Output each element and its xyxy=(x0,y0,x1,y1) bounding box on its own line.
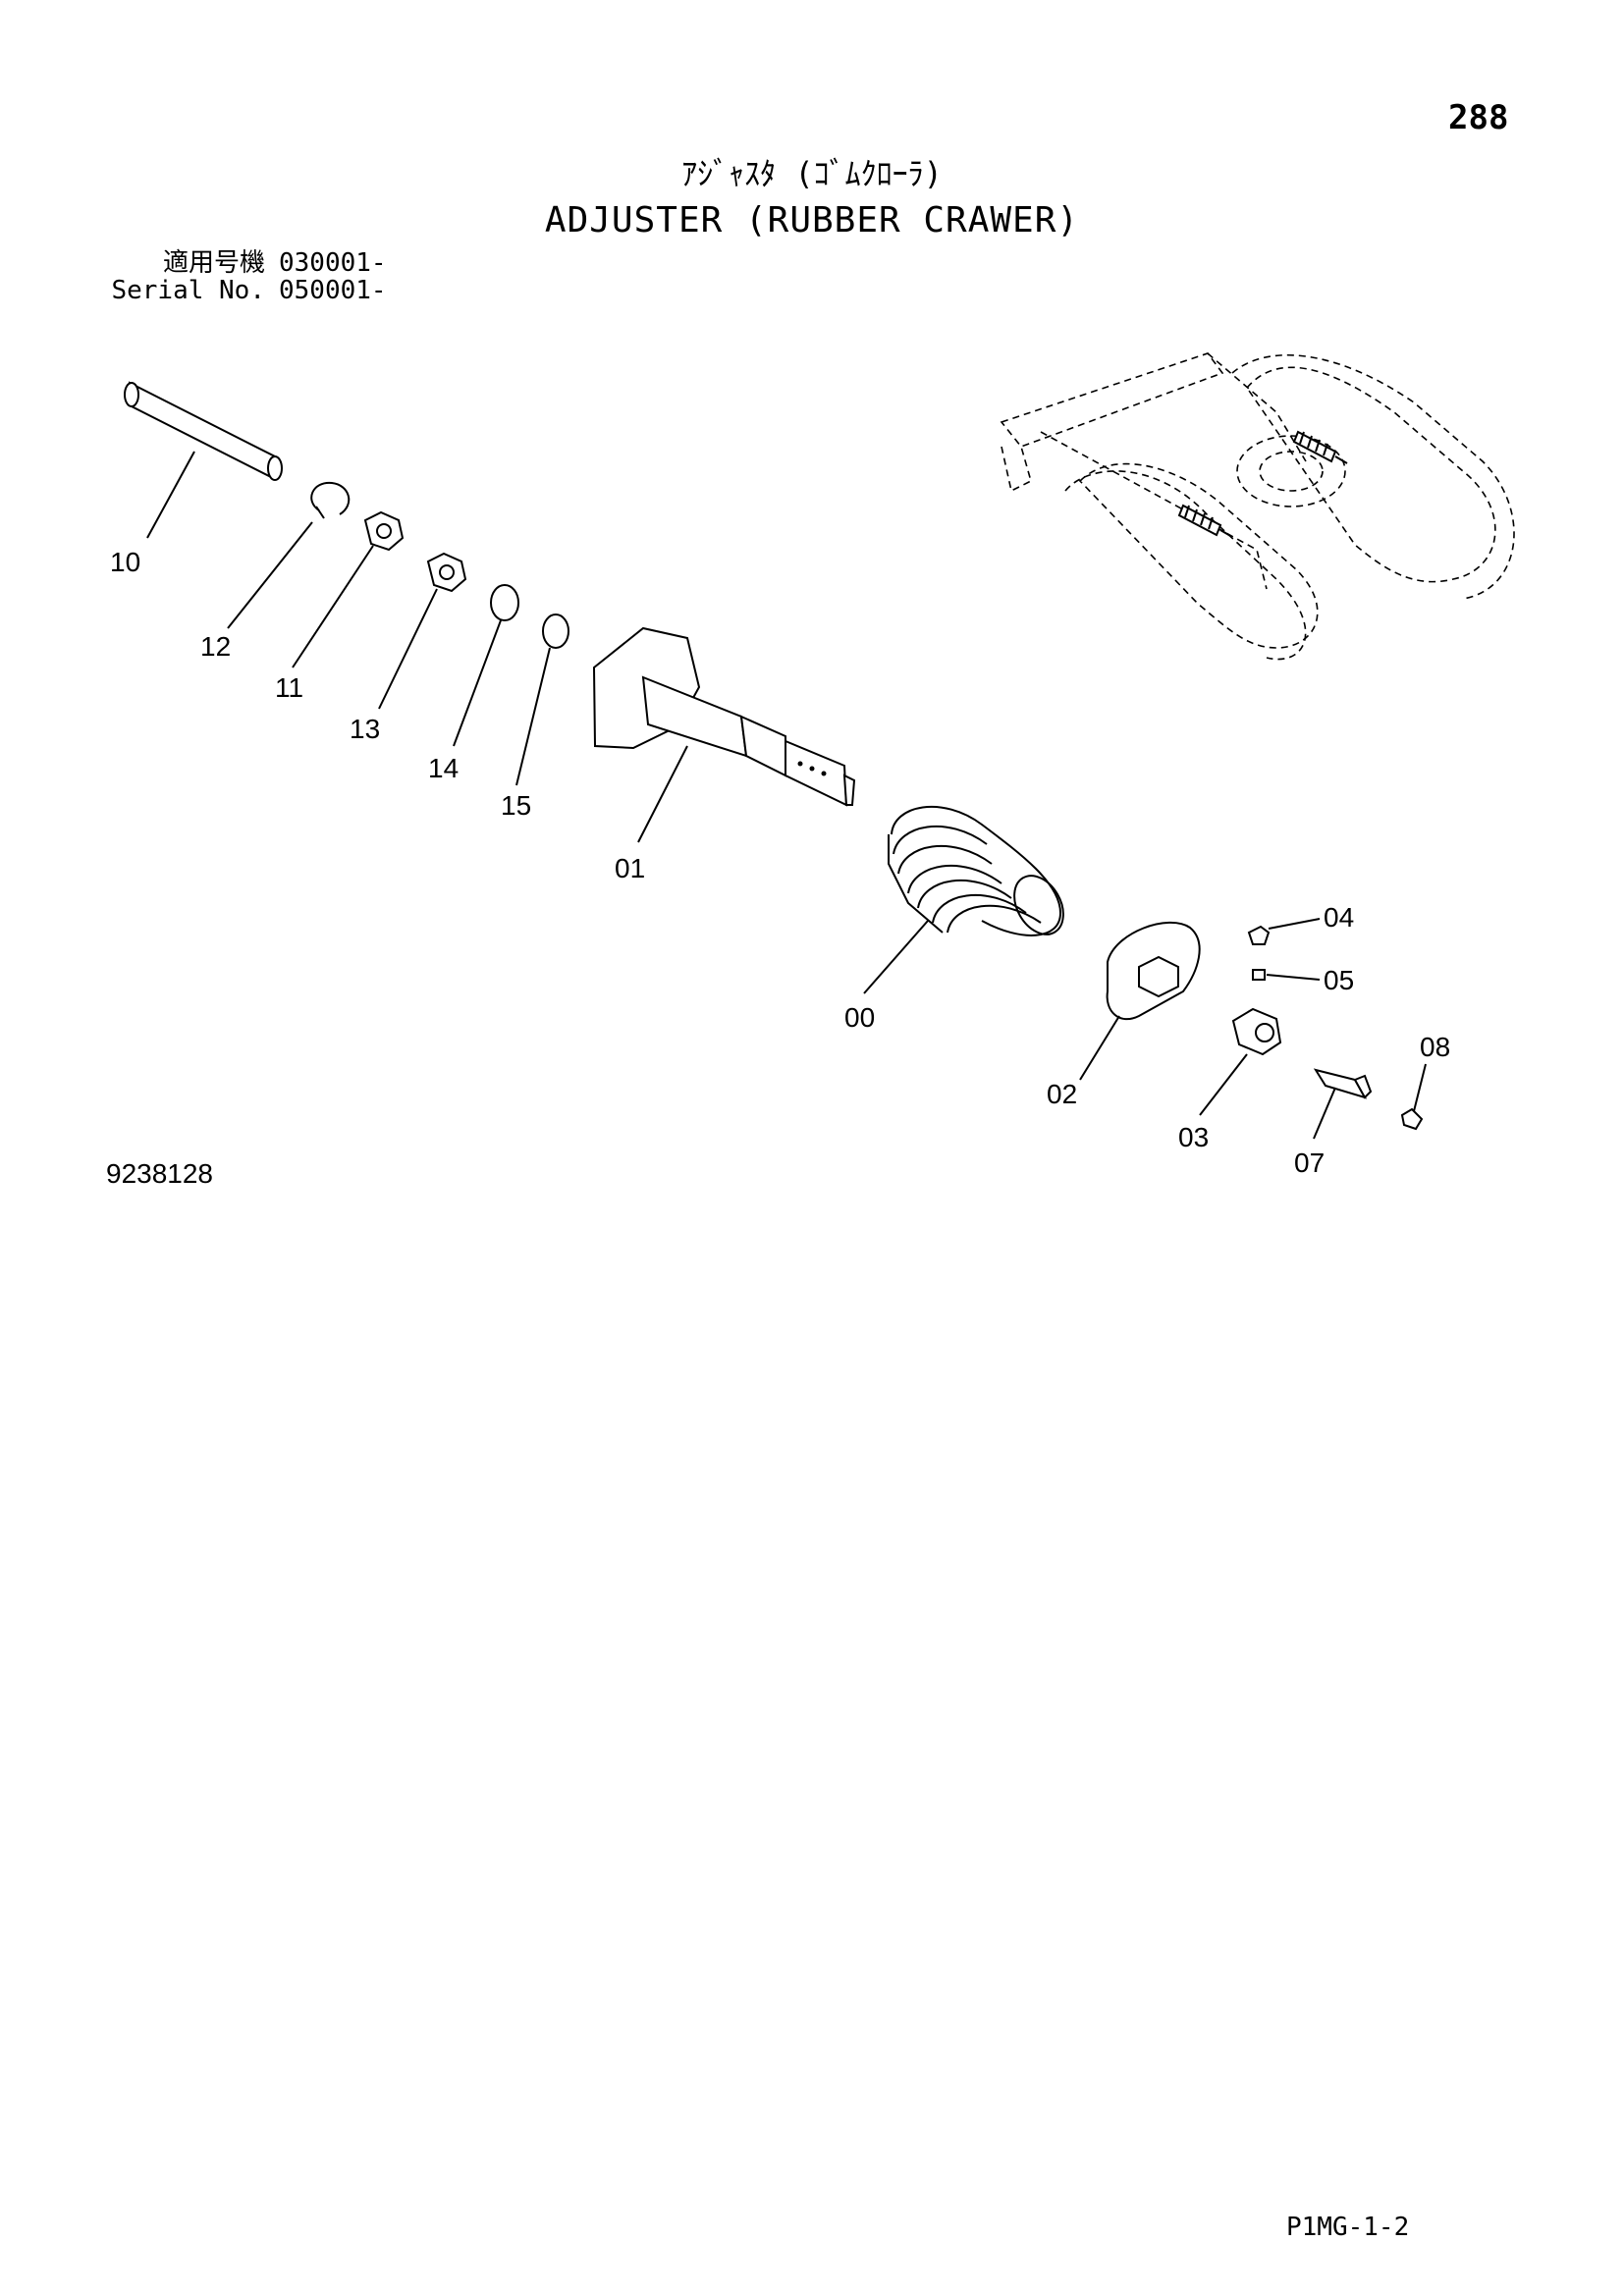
part-15-ring xyxy=(542,614,569,649)
serial-row-serial: Serial No. 050001- xyxy=(108,276,387,305)
callout-15: 15 xyxy=(501,790,531,821)
page-code: P1MG-1-2 xyxy=(1286,2213,1410,2242)
part-02-bracket xyxy=(1106,922,1201,1021)
part-08-cap xyxy=(1400,1107,1424,1131)
part-01-rod xyxy=(592,626,856,807)
part-00-spring xyxy=(888,805,1064,936)
part-07-valve xyxy=(1313,1068,1373,1099)
title-japanese: ｱｼﾞｬｽﾀ (ｺﾞﾑｸﾛｰﾗ) xyxy=(681,155,943,192)
callout-04: 04 xyxy=(1324,902,1354,933)
callout-07: 07 xyxy=(1294,1148,1325,1178)
callout-12: 12 xyxy=(200,631,231,662)
serial-value: 050001- xyxy=(279,276,387,305)
part-13-nut xyxy=(426,552,467,593)
part-11-nut xyxy=(363,510,405,552)
part-14-ring xyxy=(490,584,519,621)
callout-05: 05 xyxy=(1324,965,1354,995)
callout-01: 01 xyxy=(615,853,645,883)
part-03-hex-nut xyxy=(1231,1007,1282,1056)
leader-lines xyxy=(146,451,1427,1140)
callout-00: 00 xyxy=(844,1002,875,1033)
callout-labels: 10 12 11 13 14 15 01 00 02 03 07 04 05 0… xyxy=(110,547,1450,1178)
part-05-small-ring xyxy=(1252,969,1266,981)
part-12-snap-ring xyxy=(310,481,351,519)
serial-label: 適用号機 xyxy=(162,248,265,278)
part-10-pin xyxy=(124,381,283,481)
title-english: ADJUSTER (RUBBER CRAWER) xyxy=(544,200,1080,240)
callout-08: 08 xyxy=(1420,1032,1450,1062)
callout-13: 13 xyxy=(350,714,380,744)
adjuster-location-marker-rear xyxy=(1292,430,1348,464)
page-number: 288 xyxy=(1448,98,1509,137)
drawing-number: 9238128 xyxy=(106,1158,214,1189)
callout-10: 10 xyxy=(110,547,140,577)
serial-applicability: 適用号機 030001- Serial No. 050001- xyxy=(108,249,387,305)
callout-14: 14 xyxy=(428,753,459,783)
callout-02: 02 xyxy=(1047,1079,1077,1109)
undercarriage-locator-sketch xyxy=(1000,352,1515,661)
callout-11: 11 xyxy=(275,672,303,703)
serial-value: 030001- xyxy=(279,248,387,278)
part-04-grease-nipple xyxy=(1247,925,1271,945)
serial-row-model: 適用号機 030001- xyxy=(108,249,387,277)
adjuster-location-marker-front xyxy=(1177,504,1233,538)
callout-03: 03 xyxy=(1178,1122,1209,1152)
serial-label: Serial No. xyxy=(111,276,265,305)
